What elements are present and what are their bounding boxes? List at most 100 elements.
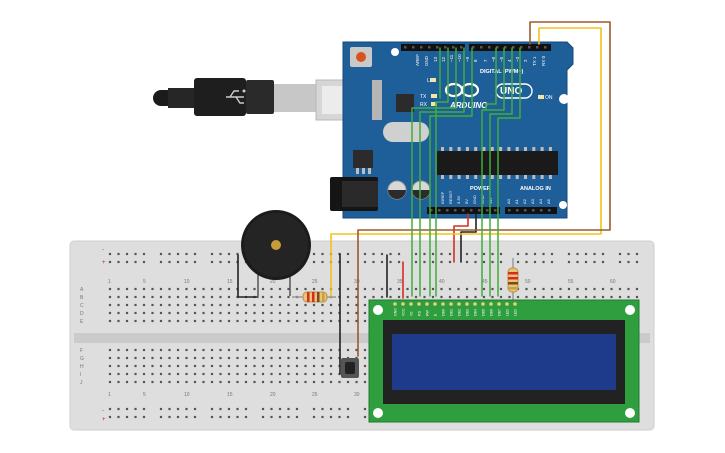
chip-pin bbox=[548, 175, 552, 179]
power-label: POWER bbox=[470, 186, 491, 192]
header-hole bbox=[430, 209, 433, 212]
hole bbox=[465, 260, 469, 264]
hole bbox=[219, 311, 222, 315]
hole bbox=[525, 295, 528, 299]
hole bbox=[134, 295, 137, 299]
hole bbox=[550, 252, 554, 256]
hole bbox=[108, 252, 112, 256]
hole bbox=[533, 287, 537, 291]
hole bbox=[168, 364, 171, 368]
hole bbox=[304, 348, 307, 352]
lcd-mount-hole bbox=[625, 408, 635, 418]
hole bbox=[440, 260, 443, 264]
hole bbox=[227, 415, 231, 419]
hole bbox=[355, 380, 358, 384]
hole bbox=[482, 260, 486, 264]
hole bbox=[176, 303, 180, 307]
hole bbox=[253, 287, 256, 291]
hole bbox=[219, 380, 222, 384]
lcd-pin-label: DB0 bbox=[442, 309, 446, 316]
hole bbox=[253, 380, 256, 384]
hole bbox=[219, 407, 222, 411]
lcd-pin-label: LED bbox=[506, 309, 510, 316]
hole bbox=[346, 407, 350, 411]
col-num: 30 bbox=[354, 279, 360, 285]
hole bbox=[363, 356, 367, 360]
hole bbox=[193, 260, 197, 264]
hole bbox=[219, 303, 222, 307]
hole bbox=[516, 295, 520, 299]
hole bbox=[559, 287, 562, 291]
hole bbox=[227, 311, 231, 315]
hole bbox=[244, 372, 248, 376]
hole bbox=[134, 252, 137, 256]
hole bbox=[168, 356, 171, 360]
hole bbox=[117, 260, 120, 264]
hole bbox=[227, 372, 231, 376]
hole bbox=[270, 319, 273, 323]
header-hole bbox=[444, 46, 447, 49]
hole bbox=[287, 415, 290, 419]
hole bbox=[610, 295, 613, 299]
hole bbox=[185, 311, 188, 315]
hole bbox=[125, 319, 129, 323]
lcd-screen bbox=[392, 334, 616, 390]
hole bbox=[117, 415, 120, 419]
wires bbox=[237, 21, 611, 375]
reset-button-cap[interactable] bbox=[356, 52, 366, 62]
col-num: 30 bbox=[354, 392, 360, 398]
header-hole bbox=[528, 46, 531, 49]
hole bbox=[304, 372, 307, 376]
chip-pin bbox=[515, 147, 519, 151]
hole bbox=[210, 348, 214, 352]
hole bbox=[151, 356, 154, 360]
hole bbox=[312, 415, 316, 419]
hole bbox=[142, 252, 146, 256]
hole bbox=[168, 303, 171, 307]
hole bbox=[593, 287, 596, 291]
header-hole bbox=[452, 46, 455, 49]
hole bbox=[533, 252, 537, 256]
hole bbox=[219, 415, 222, 419]
hole bbox=[321, 311, 324, 315]
hole bbox=[363, 380, 367, 384]
hole bbox=[151, 348, 154, 352]
hole bbox=[627, 260, 630, 264]
hole bbox=[202, 287, 205, 291]
hole bbox=[295, 372, 299, 376]
hole bbox=[414, 260, 418, 264]
hole bbox=[134, 372, 137, 376]
hole bbox=[168, 319, 171, 323]
hole bbox=[516, 252, 520, 256]
hole bbox=[389, 287, 392, 291]
hole bbox=[287, 319, 290, 323]
hole bbox=[108, 319, 112, 323]
hole bbox=[261, 348, 265, 352]
hole bbox=[244, 319, 248, 323]
hole bbox=[457, 295, 460, 299]
hole bbox=[312, 252, 316, 256]
wire-brown bbox=[357, 21, 611, 357]
hole bbox=[176, 380, 180, 384]
hole bbox=[295, 356, 299, 360]
hole bbox=[193, 356, 197, 360]
hole bbox=[236, 372, 239, 376]
wire-red bbox=[453, 213, 469, 263]
chip-pin bbox=[490, 147, 494, 151]
hole bbox=[193, 348, 197, 352]
hole bbox=[346, 311, 350, 315]
hole bbox=[244, 303, 248, 307]
hole bbox=[440, 252, 443, 256]
hole bbox=[635, 295, 639, 299]
wire-green bbox=[429, 47, 473, 297]
hole bbox=[108, 372, 112, 376]
hole bbox=[125, 260, 129, 264]
hole bbox=[372, 287, 375, 291]
analog-header bbox=[505, 207, 557, 214]
resistor-lcd bbox=[507, 258, 519, 300]
hole bbox=[338, 407, 341, 411]
hole bbox=[448, 295, 452, 299]
hole bbox=[270, 356, 273, 360]
hole bbox=[593, 260, 596, 264]
push-button[interactable] bbox=[341, 358, 359, 378]
